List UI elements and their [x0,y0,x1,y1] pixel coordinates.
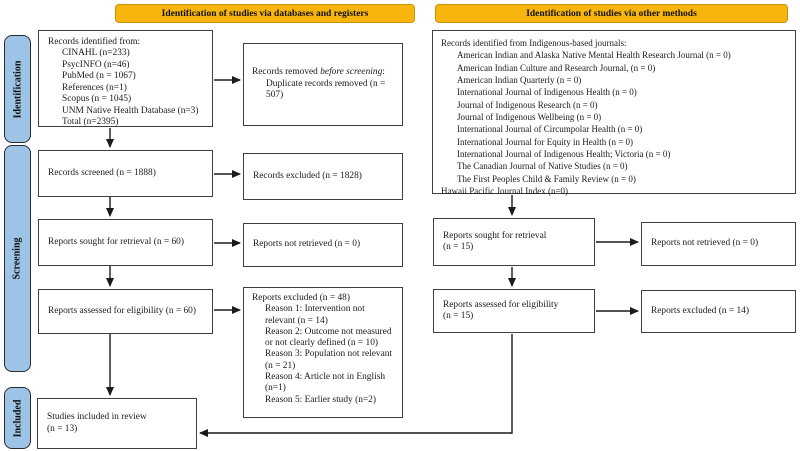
header-other-methods: Identification of studies via other meth… [435,4,788,23]
list-line: Total (n=2395) [62,117,119,128]
list-line: The First Peoples Child & Family Review … [457,173,636,184]
box-label: Reports excluded (n = 14) [651,305,749,316]
list-line: International Journal of Indigenous Heal… [457,148,671,159]
header-databases-label: Identification of studies via databases … [161,8,369,19]
exclusion-reasons-list: Reason 1: Intervention not relevant (n =… [265,304,397,406]
stage-identification-label: Identification [12,60,23,118]
list-line: International Journal of Indigenous Heal… [457,87,637,98]
list-line: Journal of Indigenous Wellbeing (n = 0) [457,111,602,122]
records-identified-list: CINAHL (n=233)PsycINFO (n=46)PubMed (n =… [62,48,208,128]
box-title: Records identified from Indigenous-based… [441,38,627,48]
box-label: Reports sought for retrieval (n = 60) [48,236,184,247]
box-title: Records removed before screening: [252,67,385,78]
box-records-identified-journals: Records identified from Indigenous-based… [432,30,796,196]
box-reports-not-retrieved-other: Reports not retrieved (n = 0) [641,222,796,266]
box-title: Reports excluded (n = 48) [252,293,350,303]
header-other-label: Identification of studies via other meth… [526,8,697,19]
stage-screening-label: Screening [12,237,24,280]
box-records-removed: Records removed before screening: Duplic… [243,43,403,126]
box-reports-excluded-other: Reports excluded (n = 14) [641,290,796,333]
box-reports-sought-databases: Reports sought for retrieval (n = 60) [38,219,213,266]
list-line: American Indian and Alaska Native Mental… [457,50,731,61]
box-reports-excluded-reasons: Reports excluded (n = 48) Reason 1: Inte… [243,287,403,418]
box-records-excluded: Records excluded (n = 1828) [243,153,403,200]
journals-list: American Indian and Alaska Native Mental… [457,49,789,185]
list-line: International Journal of Circumpolar Hea… [457,124,643,135]
box-reports-assessed-databases: Reports assessed for eligibility (n = 60… [38,289,213,334]
box-records-screened: Records screened (n = 1888) [38,150,213,197]
stage-included: Included [4,387,31,449]
box-label: Records excluded (n = 1828) [253,170,362,181]
box-label-line2: (n = 15) [443,242,474,252]
list-line: Reason 4: Article not in English (n=1) [265,371,386,394]
box-label: Reports not retrieved (n = 0) [253,239,361,250]
stage-included-label: Included [12,399,24,437]
list-line: American Indian Quarterly (n = 0) [457,74,582,85]
box-reports-sought-other: Reports sought for retrieval (n = 15) [433,218,595,266]
stage-identification: Identification [4,35,31,143]
box-label-line1: Reports assessed for eligibility [443,299,559,310]
box-records-identified-databases: Records identified from: CINAHL (n=233)P… [38,30,213,127]
records-removed-list: Duplicate records removed (n = 507) [266,79,394,102]
box-reports-assessed-other: Reports assessed for eligibility (n = 15… [433,289,595,333]
list-line: PsycINFO (n=46) [62,59,130,70]
list-line: Duplicate records removed (n = 507) [266,78,386,101]
box-label-line1: Reports sought for retrieval [443,230,547,241]
list-line: Scopus (n = 1045) [62,94,132,105]
box-reports-not-retrieved-databases: Reports not retrieved (n = 0) [243,223,403,267]
stage-screening: Screening [4,145,31,372]
box-label: Reports not retrieved (n = 0) [651,238,759,249]
list-line: Reason 5: Earlier study (n=2) [265,394,376,405]
list-line: International Journal for Equity in Heal… [457,136,634,147]
box-label-line1: Studies included in review [47,412,147,423]
list-line: Journal of Indigenous Research (n = 0) [457,99,598,110]
box-label: Reports assessed for eligibility (n = 60… [48,305,196,316]
list-line: American Indian Culture and Research Jou… [457,62,656,73]
box-label-line2: (n = 15) [443,311,474,321]
list-line: CINAHL (n=233) [62,48,130,59]
box-studies-included: Studies included in review (n = 13) [37,398,197,449]
list-line: PubMed (n = 1067) [62,71,136,82]
box-label-line2: (n = 13) [47,423,78,434]
list-line: Reason 1: Intervention not relevant (n =… [265,304,365,326]
list-line: The Canadian Journal of Native Studies (… [457,161,628,172]
list-line: Reason 2: Outcome not measured or not cl… [265,326,392,349]
list-line: UNM Native Health Database (n=3) [62,105,199,116]
list-line: Reason 3: Population not relevant (n = 2… [265,349,393,371]
list-line: References (n=1) [62,82,127,93]
header-databases-registers: Identification of studies via databases … [115,4,415,23]
box-label: Records screened (n = 1888) [48,167,156,178]
box-title: Records identified from: [48,37,141,47]
italic-before-screening: before screening [320,67,383,78]
journals-list-footer: Hawaii Pacific Journal Index (n=0) [441,185,569,196]
